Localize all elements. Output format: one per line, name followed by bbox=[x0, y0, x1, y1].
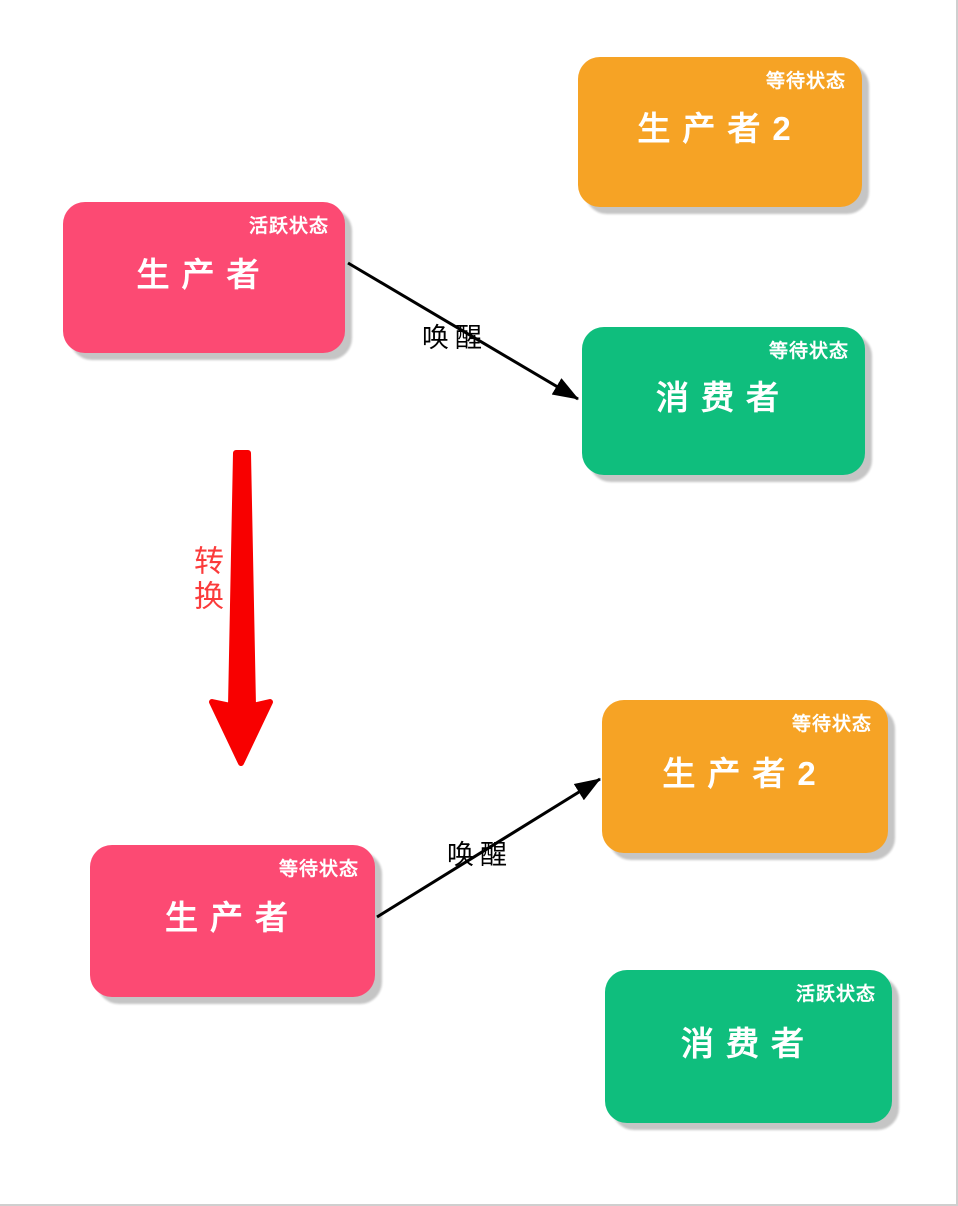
state-badge: 等待状态 bbox=[768, 341, 849, 362]
node-label: 消费者 bbox=[681, 1024, 816, 1062]
node-consumer-before: 等待状态 消费者 bbox=[582, 327, 865, 475]
edge-label-wake-before: 唤醒 bbox=[422, 323, 488, 353]
transition-label: 转换 bbox=[189, 545, 222, 615]
node-label: 生产者2 bbox=[637, 110, 803, 148]
state-badge: 等待状态 bbox=[765, 71, 846, 92]
node-producer-after: 等待状态 生产者 bbox=[90, 845, 375, 997]
node-label: 生产者2 bbox=[662, 754, 828, 792]
edge-label-wake-after: 唤醒 bbox=[447, 840, 513, 870]
node-producer2-after: 等待状态 生产者2 bbox=[602, 700, 888, 853]
state-badge: 活跃状态 bbox=[248, 216, 329, 237]
state-badge: 等待状态 bbox=[791, 714, 872, 735]
state-badge: 活跃状态 bbox=[795, 984, 876, 1005]
state-badge: 等待状态 bbox=[278, 859, 359, 880]
node-producer-before: 活跃状态 生产者 bbox=[63, 202, 345, 353]
node-label: 消费者 bbox=[656, 379, 791, 417]
node-producer2-before: 等待状态 生产者2 bbox=[578, 57, 862, 207]
node-label: 生产者 bbox=[165, 899, 300, 937]
node-label: 生产者 bbox=[136, 255, 272, 293]
node-consumer-after: 活跃状态 消费者 bbox=[605, 970, 892, 1123]
